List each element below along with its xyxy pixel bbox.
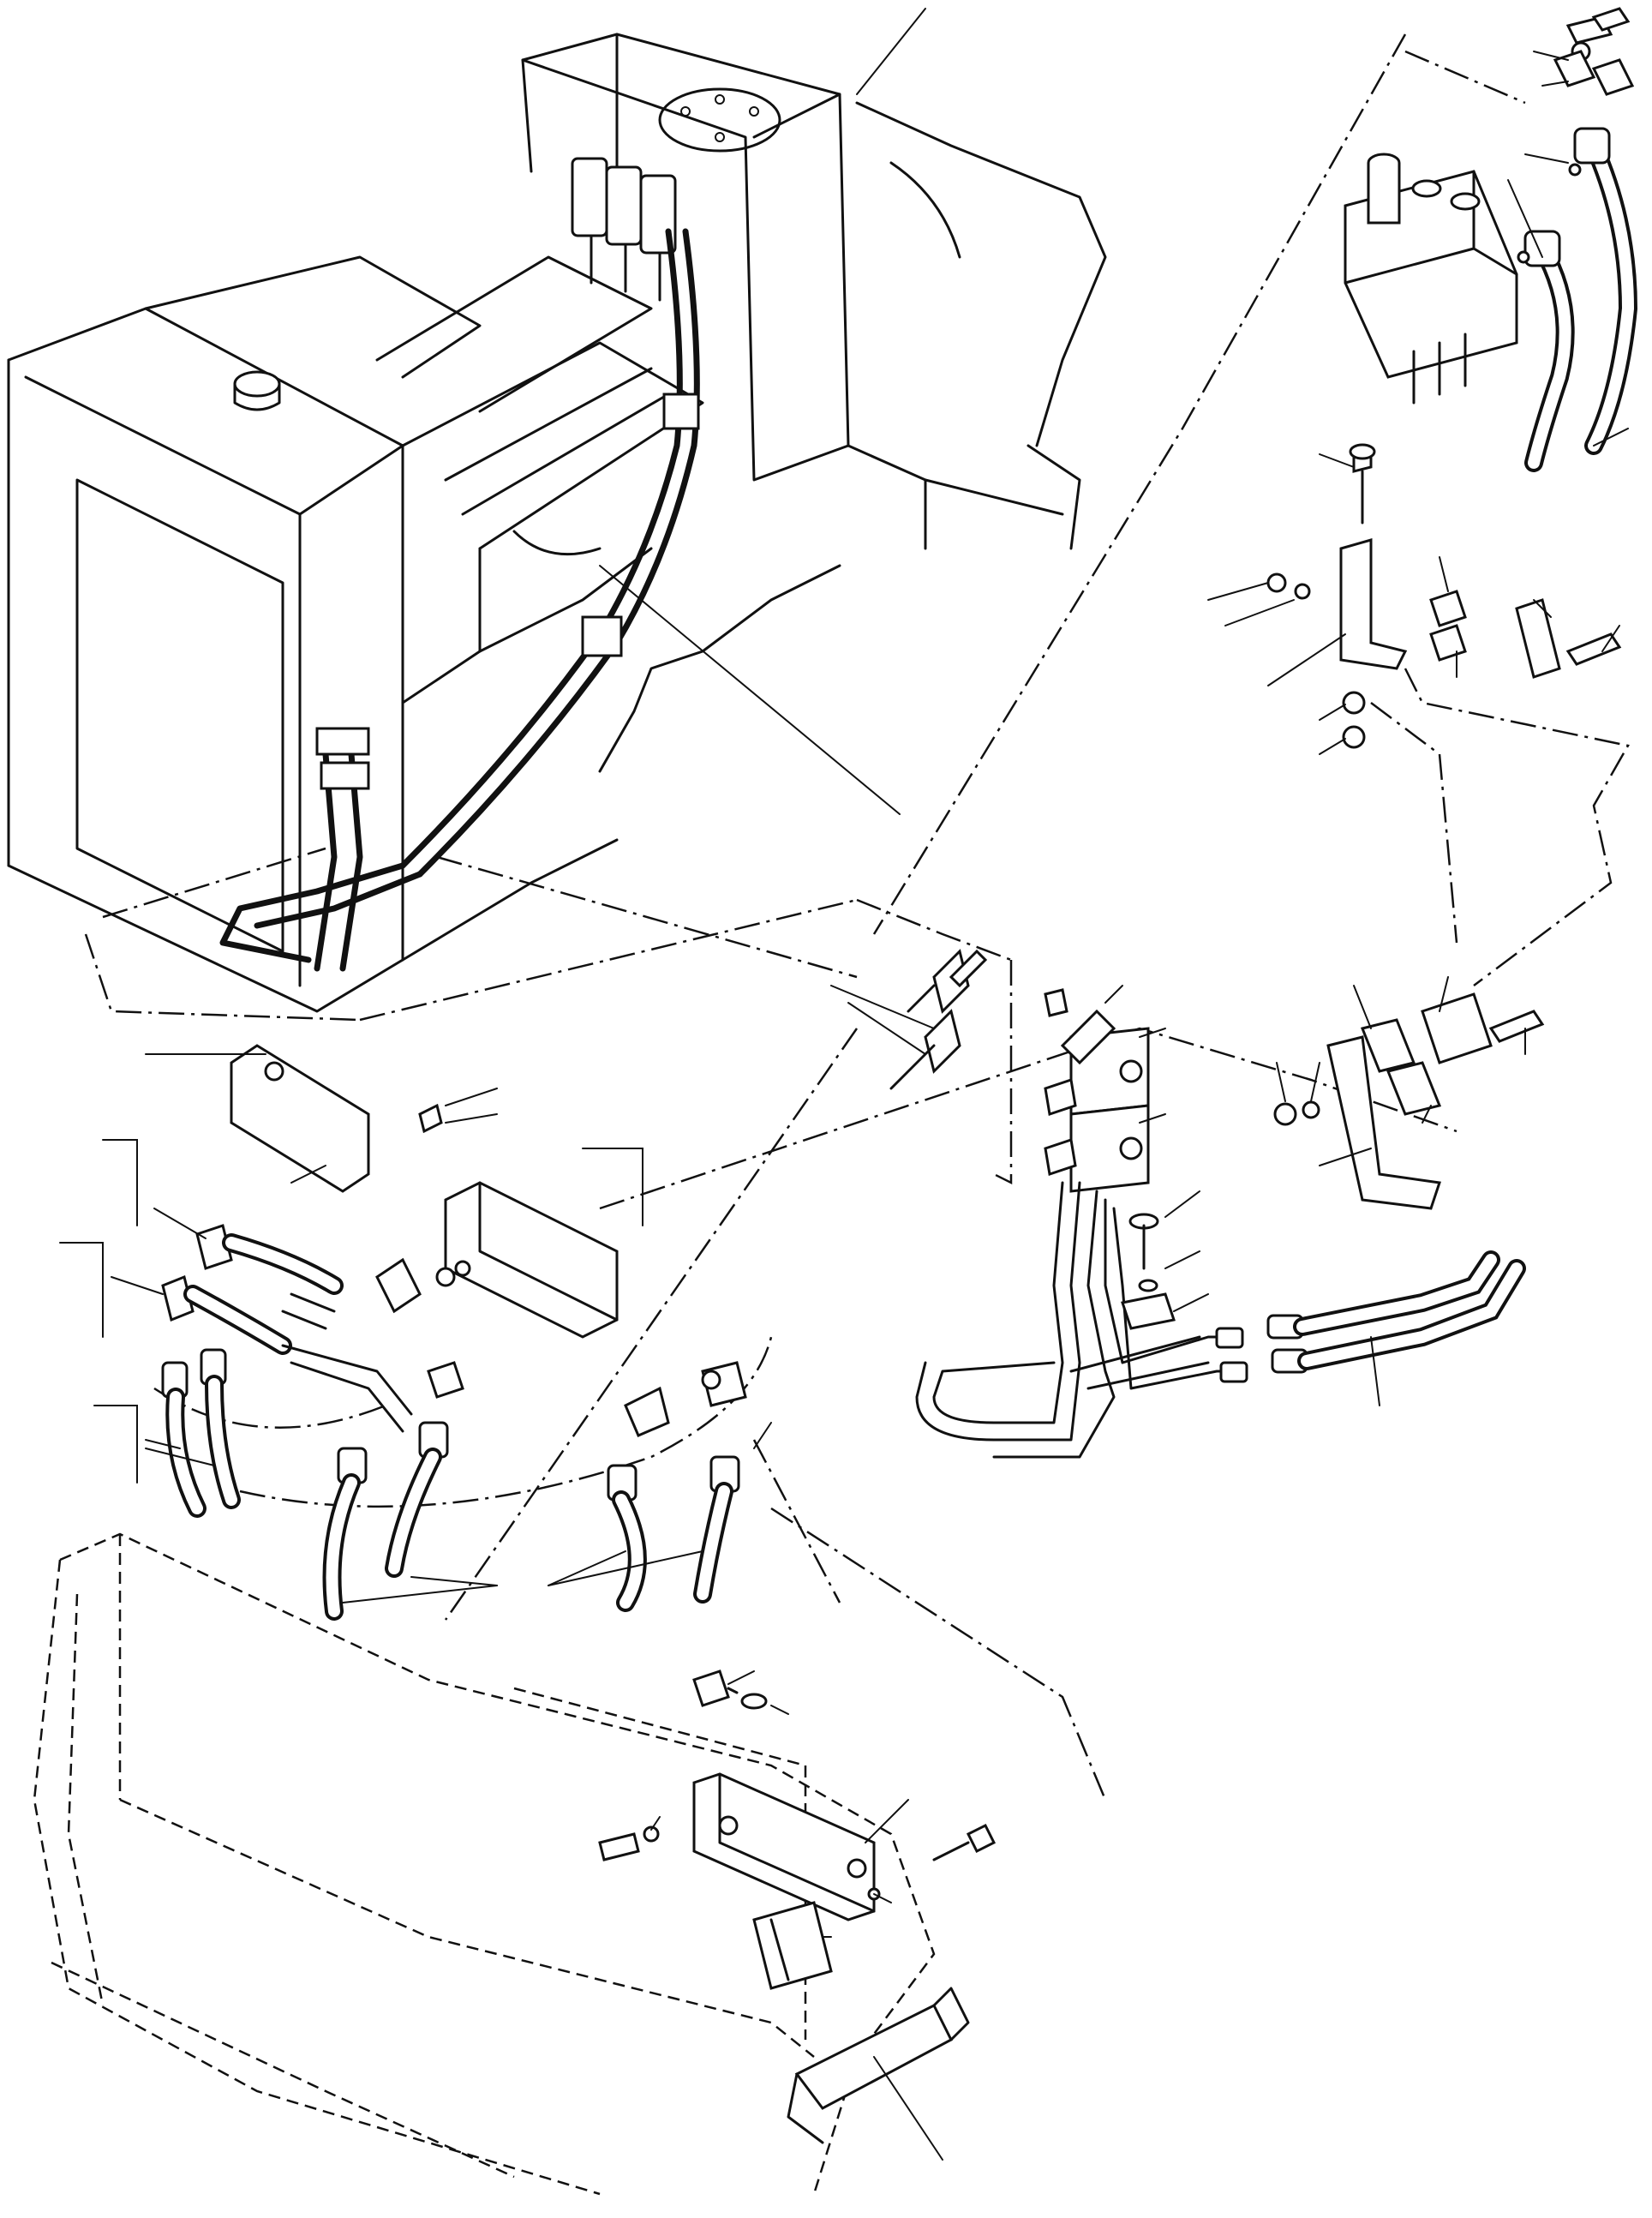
flex-hoses-left — [161, 1348, 747, 1621]
channel-bar — [444, 1148, 643, 1339]
valve-block — [1344, 153, 1518, 405]
pipe-adapters — [830, 949, 988, 1090]
valve-hoses — [1523, 127, 1638, 472]
control-valve — [571, 157, 677, 302]
blade-mount-bracket — [598, 1669, 997, 1921]
leader-lines-left — [59, 1139, 772, 1604]
leader-line — [856, 8, 926, 95]
cylinder-pin — [787, 1987, 970, 2144]
routing-guide-lines — [84, 33, 1630, 1801]
elbow-fittings — [161, 1224, 471, 1433]
leader-lines-bottom — [650, 1670, 943, 2161]
machine-frame — [7, 8, 1107, 1013]
blade-assembly — [33, 1532, 997, 2196]
pipe-clamp — [1121, 1190, 1209, 1330]
flex-hoses-right — [1215, 1250, 1526, 1406]
radiator-block — [7, 255, 482, 1013]
upper-right-valve-detail — [1207, 7, 1638, 755]
leader-line — [599, 565, 901, 815]
right-bracket — [1273, 976, 1545, 1210]
top-clamp-parts — [1517, 7, 1635, 264]
main-hose-run — [219, 228, 700, 972]
engine-body — [375, 255, 841, 962]
steel-pipe-loop — [915, 1181, 1244, 1459]
pipe-bracket — [1044, 985, 1166, 1193]
left-bracket — [145, 1044, 498, 1193]
blade-clamp-block — [752, 1901, 833, 1990]
control-tower — [521, 33, 1107, 550]
leader-lines-upper-right — [1207, 51, 1629, 755]
middle-left-fittings — [59, 1044, 772, 1621]
bracket-assembly — [1266, 443, 1622, 749]
middle-right-piping — [830, 949, 1545, 1459]
